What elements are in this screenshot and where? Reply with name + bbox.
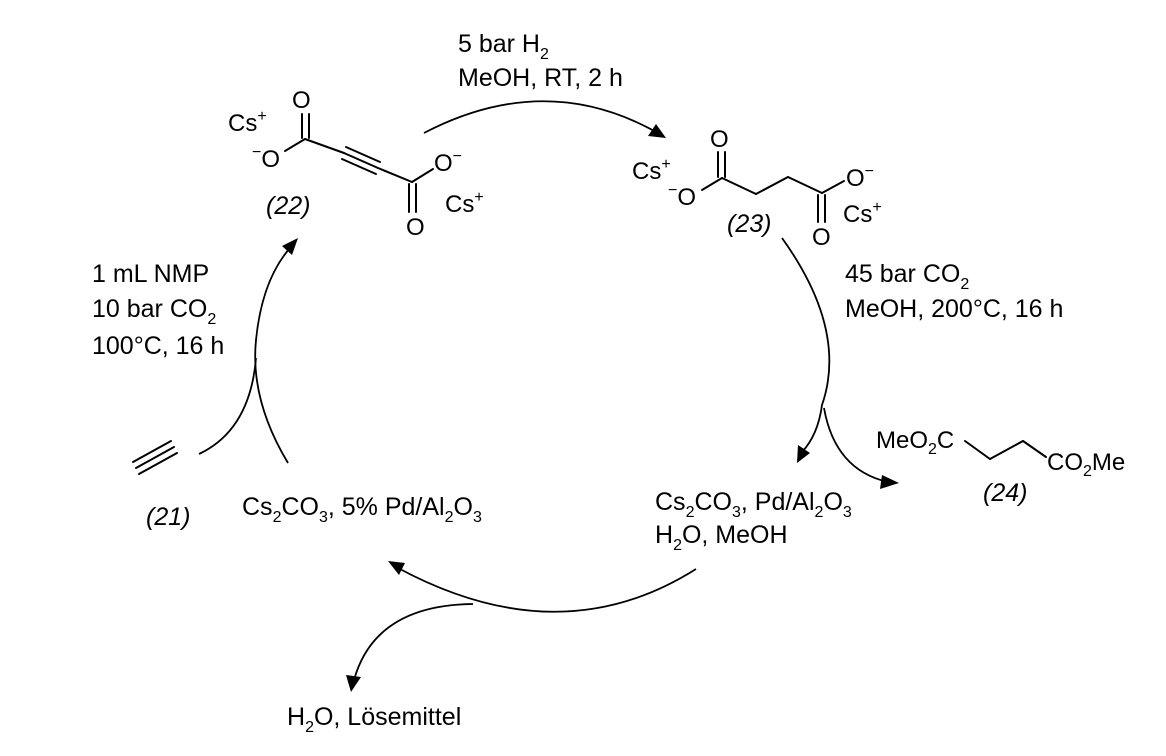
bond [701, 177, 723, 191]
cesium-label: Cs [632, 158, 661, 185]
arrow-carboxylation [254, 247, 291, 464]
svg-text:Cs+: Cs+ [632, 156, 671, 185]
oxygen-anion: O [434, 150, 453, 177]
arrow-hydrogenation [423, 100, 657, 134]
compound-label-24: (24) [983, 479, 1027, 507]
bond [821, 180, 845, 194]
compound-label-23: (23) [727, 210, 771, 238]
plus-sign: + [257, 108, 266, 125]
svg-text:Cs+: Cs+ [445, 189, 484, 218]
triple-bond [341, 158, 377, 175]
arrow-acetylene-feed [198, 357, 257, 455]
byproduct-label: H2O, Lösemittel [287, 703, 461, 736]
svg-text:Cs2CO3, Pd/Al2O3: Cs2CO3, Pd/Al2O3 [655, 488, 852, 521]
condition-text: 1 mL NMP [92, 260, 209, 288]
svg-text:10 bar CO2: 10 bar CO2 [92, 295, 216, 328]
svg-text:H2O, Lösemittel: H2O, Lösemittel [287, 703, 461, 736]
condition-text: 10 bar CO [92, 295, 207, 323]
plus-sign: + [872, 199, 881, 216]
carbonyl-oxygen: O [406, 214, 425, 241]
arrow-product-release [823, 407, 889, 483]
svg-text:45 bar CO2: 45 bar CO2 [845, 260, 969, 293]
bond [377, 167, 413, 183]
catalyst-recycled-label: Cs2CO3, 5% Pd/Al2O3 [242, 493, 482, 526]
bond [989, 440, 1024, 460]
bond [411, 168, 434, 183]
compound-22: Cs+ O −O O− O Cs+ (22) [228, 87, 484, 241]
bond [304, 138, 345, 154]
arrow-head [346, 675, 361, 692]
cesium-label: Cs [228, 110, 257, 137]
svg-text:O−: O− [434, 148, 462, 177]
arrow-head [648, 124, 666, 138]
carbonyl-oxygen: O [812, 224, 831, 251]
condition-text: MeOH, 200°C, 16 h [845, 295, 1063, 323]
compound-23: Cs+ O −O O− O Cs+ (23) [632, 126, 882, 251]
bond [755, 176, 789, 195]
bond [284, 138, 306, 152]
svg-text:−O: −O [668, 182, 696, 211]
arrow-catalyst-recycle [397, 567, 697, 613]
svg-text:O−: O− [846, 163, 874, 192]
minus-sign: − [252, 144, 261, 161]
arrow-head [282, 238, 298, 255]
cesium-label: Cs [843, 201, 872, 228]
minus-sign: − [865, 163, 874, 180]
compound-24: MeO2C CO2Me (24) [876, 427, 1125, 507]
carbonyl-oxygen: O [710, 126, 729, 153]
condition-text: 45 bar CO [845, 260, 960, 288]
triple-bond [343, 152, 379, 169]
compound-label-21: (21) [146, 503, 190, 531]
svg-text:MeO2C: MeO2C [876, 427, 954, 458]
ester-group-right: CO [1047, 449, 1083, 476]
triple-bond [138, 452, 178, 475]
arrow-head [880, 475, 899, 489]
catalyst-recovered-label: Cs2CO3, Pd/Al2O3 H2O, MeOH [655, 488, 852, 554]
oxygen-anion: O [677, 184, 696, 211]
svg-text:CO2Me: CO2Me [1047, 449, 1125, 480]
triple-bond [135, 446, 175, 469]
arrow-byproduct-removal [353, 603, 474, 681]
minus-sign: − [453, 148, 462, 165]
svg-text:−O: −O [252, 144, 280, 173]
oxygen-anion: O [261, 146, 280, 173]
compound-21: (21) [132, 440, 190, 531]
plus-sign: + [661, 156, 670, 173]
condition-text: MeOH, RT, 2 h [458, 64, 623, 92]
bond [964, 440, 991, 460]
bond [1022, 440, 1047, 458]
svg-text:Cs+: Cs+ [228, 108, 267, 137]
plus-sign: + [474, 189, 483, 206]
arrow-head [388, 561, 405, 575]
svg-text:H2O, MeOH: H2O, MeOH [655, 521, 788, 554]
svg-text:Cs+: Cs+ [843, 199, 882, 228]
svg-text:Cs2CO3, 5% Pd/Al2O3: Cs2CO3, 5% Pd/Al2O3 [242, 493, 482, 526]
conditions-esterification: 45 bar CO2 MeOH, 200°C, 16 h [845, 260, 1063, 323]
triple-bond [345, 146, 381, 163]
arrow-esterification [781, 237, 831, 453]
oxygen-anion: O [846, 165, 865, 192]
conditions-hydrogenation: 5 bar H2 MeOH, RT, 2 h [458, 30, 623, 92]
bond [721, 177, 757, 195]
minus-sign: − [668, 182, 677, 199]
svg-text:5 bar H2: 5 bar H2 [458, 30, 549, 63]
arrow-head [797, 445, 810, 463]
bond [787, 176, 823, 194]
triple-bond [132, 440, 172, 463]
cesium-label: Cs [445, 191, 474, 218]
condition-text: 5 bar H [458, 30, 540, 58]
compound-label-22: (22) [266, 192, 310, 220]
carbonyl-oxygen: O [292, 87, 311, 114]
condition-text: 100°C, 16 h [92, 332, 224, 360]
ester-group-left: MeO [876, 427, 928, 454]
conditions-carboxylation: 1 mL NMP 10 bar CO2 100°C, 16 h [92, 260, 224, 360]
